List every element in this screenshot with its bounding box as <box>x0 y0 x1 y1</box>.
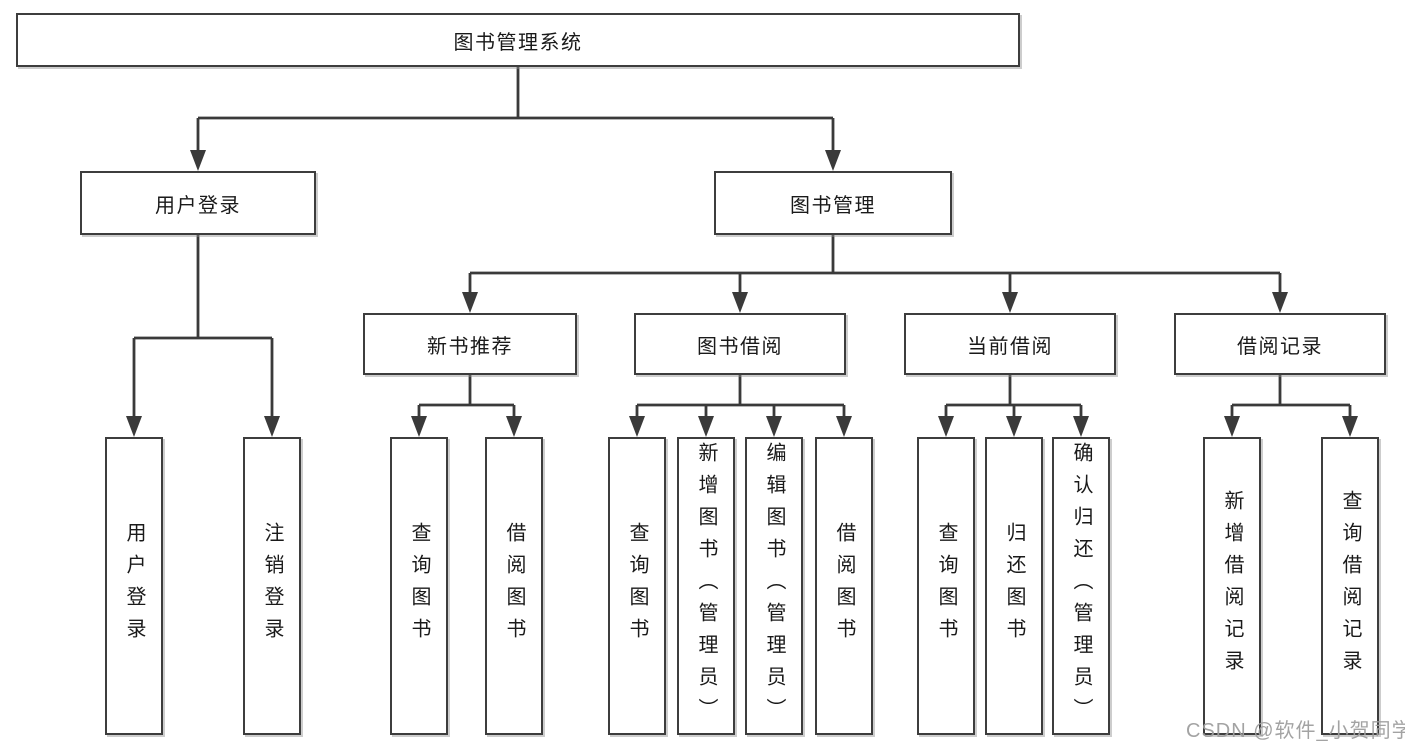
node-add-book-admin: 新增图书（管理员） <box>677 437 735 735</box>
node-user-login: 用户登录 <box>80 171 316 235</box>
node-logout: 注销登录 <box>243 437 301 735</box>
node-root: 图书管理系统 <box>16 13 1020 67</box>
node-borrow-book-borrowing: 借阅图书 <box>815 437 873 735</box>
node-book-management: 图书管理 <box>714 171 952 235</box>
node-add-borrow-record: 新增借阅记录 <box>1203 437 1261 735</box>
node-borrowing-records: 借阅记录 <box>1174 313 1386 375</box>
node-query-book-current: 查询图书 <box>917 437 975 735</box>
node-borrow-book-recommend: 借阅图书 <box>485 437 543 735</box>
node-query-book-recommend: 查询图书 <box>390 437 448 735</box>
node-current-borrowing: 当前借阅 <box>904 313 1116 375</box>
node-query-borrow-record: 查询借阅记录 <box>1321 437 1379 735</box>
node-book-borrowing: 图书借阅 <box>634 313 846 375</box>
node-query-book-borrowing: 查询图书 <box>608 437 666 735</box>
node-return-book: 归还图书 <box>985 437 1043 735</box>
watermark-text: CSDN @软件_小贺同学 <box>1186 720 1405 742</box>
node-confirm-return-admin: 确认归还（管理员） <box>1052 437 1110 735</box>
node-new-book-recommend: 新书推荐 <box>363 313 577 375</box>
node-edit-book-admin: 编辑图书（管理员） <box>745 437 803 735</box>
node-login: 用户登录 <box>105 437 163 735</box>
